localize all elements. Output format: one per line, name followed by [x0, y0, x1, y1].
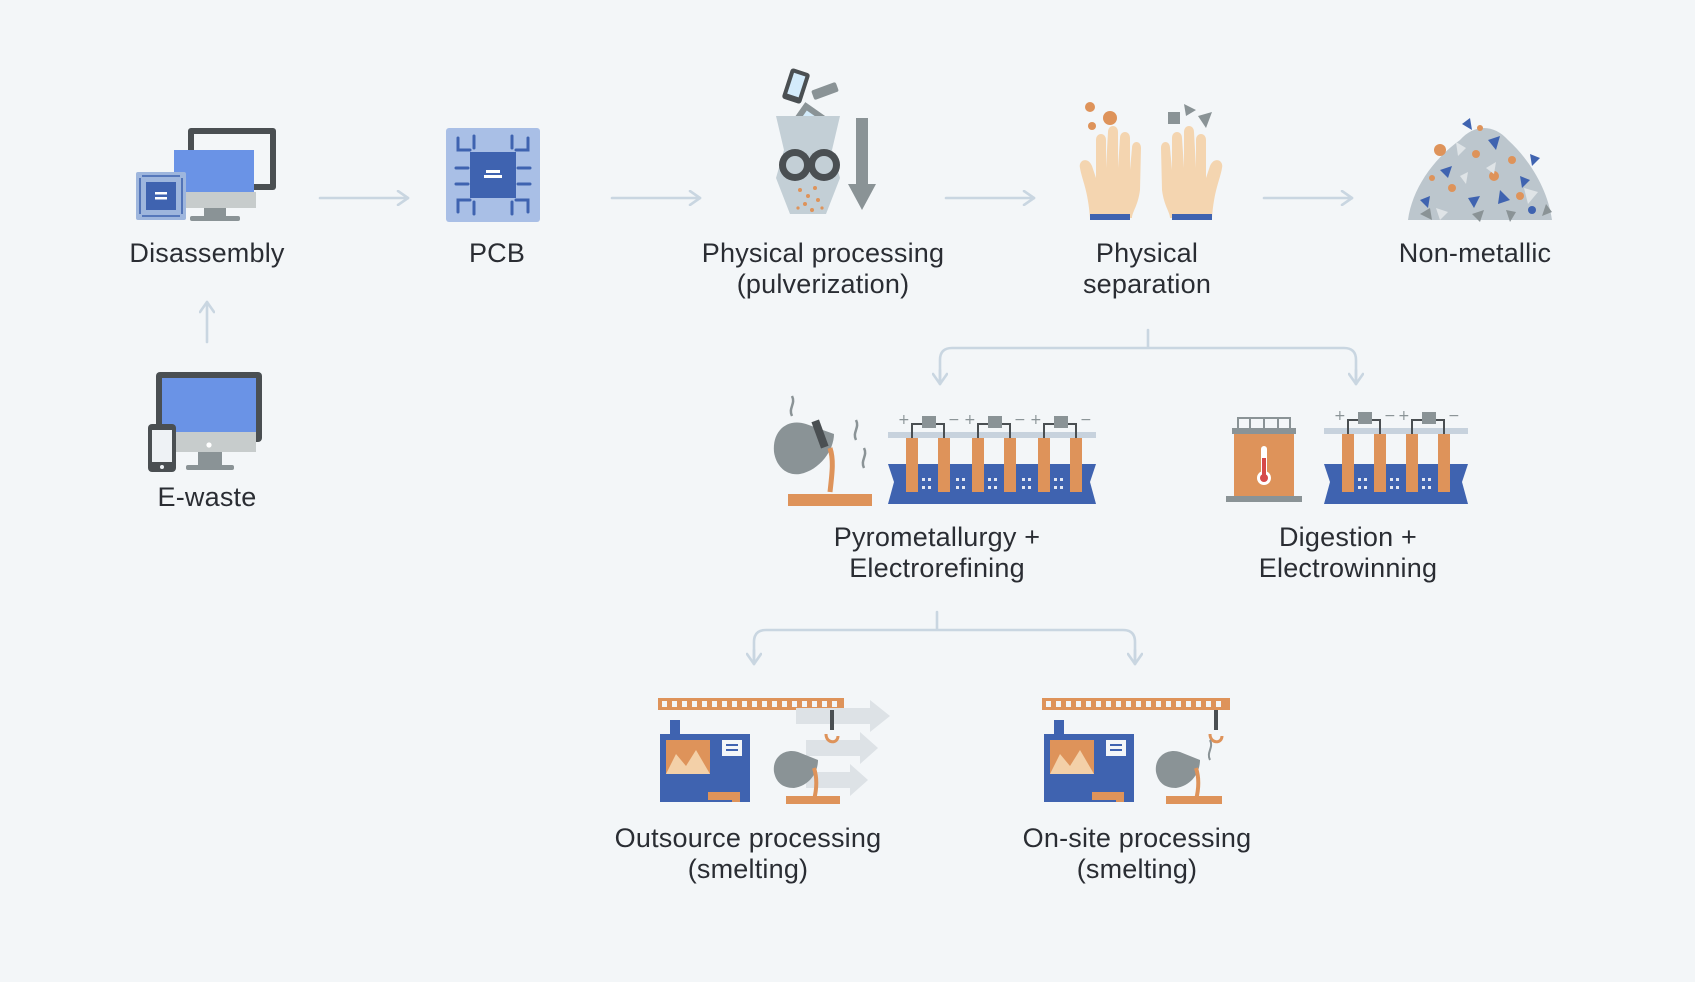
node-label-disassembly: Disassembly	[129, 238, 284, 269]
node-label-onsite: On-site processing (smelting)	[1023, 823, 1252, 885]
label-line: On-site processing	[1022, 823, 1252, 853]
label-line: Disassembly	[129, 238, 285, 268]
node-label-pyrometallurgy: Pyrometallurgy + Electrorefining	[834, 522, 1041, 584]
svg-text:+: +	[1398, 408, 1410, 424]
label-line: Electrorefining	[849, 553, 1025, 583]
computer-with-chip-icon	[136, 128, 276, 221]
furnace-pour-and-electrolysis-tank-icon: +− +− +−	[773, 395, 1096, 506]
svg-text:+: +	[964, 412, 976, 428]
factory-with-transport-icon	[658, 698, 890, 804]
label-line: Non-metallic	[1398, 238, 1552, 268]
hands-sorting-icon	[1079, 102, 1223, 220]
circuit-board-icon	[446, 128, 540, 222]
svg-text:−: −	[1014, 412, 1026, 428]
node-label-pcb: PCB	[469, 238, 525, 269]
node-label-digestion: Digestion + Electrowinning	[1259, 522, 1437, 584]
node-label-e-waste: E-waste	[158, 482, 257, 513]
branch-separation	[938, 328, 1358, 384]
node-label-physical-processing: Physical processing (pulverization)	[702, 238, 944, 300]
label-line: (smelting)	[1076, 854, 1198, 884]
label-line: Physical	[1095, 238, 1199, 268]
label-line: E-waste	[157, 482, 257, 512]
label-line: PCB	[468, 238, 526, 268]
node-label-outsource: Outsource processing (smelting)	[615, 823, 882, 885]
heated-tank-and-electrolysis-tank-icon: +− +−	[1226, 408, 1468, 504]
shredder-icon	[776, 68, 876, 214]
label-line: Electrowinning	[1258, 553, 1438, 583]
computer-and-phone-icon	[148, 372, 262, 472]
label-line: (smelting)	[687, 854, 809, 884]
label-line: Physical processing	[701, 238, 945, 268]
svg-text:−: −	[1448, 408, 1460, 424]
svg-text:−: −	[1384, 408, 1396, 424]
factory-with-pouring-icon	[1042, 698, 1230, 804]
label-line: Outsource processing	[614, 823, 882, 853]
svg-text:+: +	[898, 412, 910, 428]
label-line: separation	[1082, 269, 1212, 299]
label-line: (pulverization)	[736, 269, 910, 299]
svg-text:+: +	[1334, 408, 1346, 424]
label-line: Pyrometallurgy +	[833, 522, 1041, 552]
debris-pile-icon	[1408, 118, 1552, 222]
node-label-non-metallic: Non-metallic	[1399, 238, 1551, 269]
node-label-physical-separation: Physical separation	[1083, 238, 1211, 300]
branch-pyro	[752, 610, 1137, 662]
svg-text:−: −	[1080, 412, 1092, 428]
svg-text:−: −	[948, 412, 960, 428]
connectors	[207, 198, 1358, 666]
label-line: Digestion +	[1278, 522, 1418, 552]
svg-text:+: +	[1030, 412, 1042, 428]
